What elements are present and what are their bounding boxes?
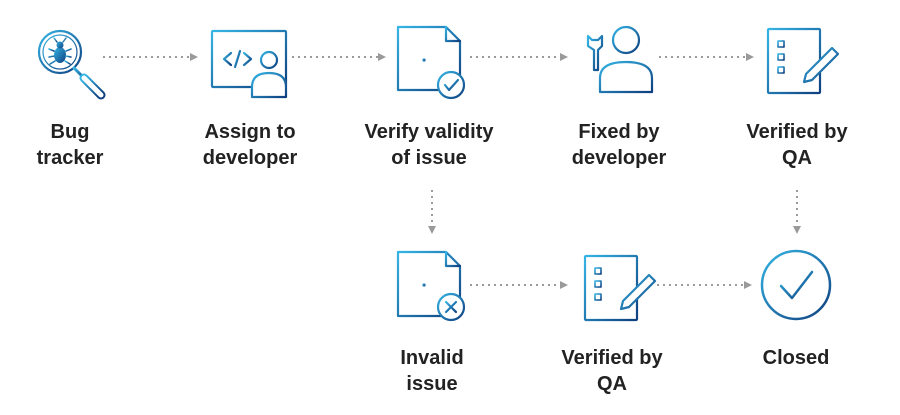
- node-label-bug-tracker: Bug tracker: [36, 121, 104, 169]
- magnifier-bug-icon: [37, 29, 106, 100]
- node-label-fixed-by-developer: Fixed by developer: [571, 121, 667, 169]
- node-label-closed: Closed: [762, 347, 830, 369]
- circle-check-icon: [760, 249, 832, 321]
- checklist-pen-icon-bottom: [583, 254, 657, 322]
- document-alert-check-icon: [396, 25, 466, 100]
- node-label-verified-by-qa-bottom: Verified by QA: [561, 347, 663, 395]
- document-alert-cross-icon: [396, 250, 466, 322]
- checklist-pen-icon: [766, 27, 840, 95]
- node-label-invalid-issue: Invalid issue: [400, 347, 464, 395]
- node-label-verify-validity: Verify validity of issue: [364, 121, 494, 169]
- developer-wrench-icon: [586, 25, 654, 94]
- node-label-assign-to-developer: Assign to developer: [202, 121, 298, 169]
- code-window-developer-icon: [210, 29, 288, 99]
- node-label-verified-by-qa-top: Verified by QA: [746, 121, 848, 169]
